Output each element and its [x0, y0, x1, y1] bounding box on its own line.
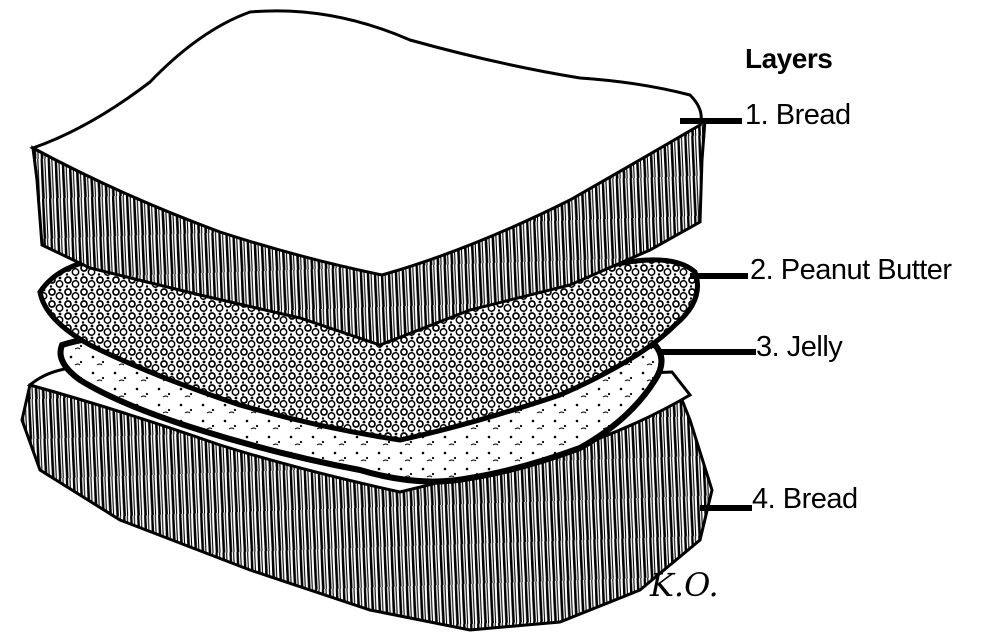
layer-name: Jelly — [787, 331, 844, 363]
svg-text:4. Bread: 4. Bread — [752, 483, 858, 515]
layers-legend: Layers 1. Bread 2. Peanut Butter 3. Jell… — [660, 43, 952, 515]
svg-text:1. Bread: 1. Bread — [745, 99, 851, 131]
layer-name: Bread — [776, 99, 851, 131]
svg-text:2. Peanut Butter: 2. Peanut Butter — [750, 254, 952, 286]
label-layer-3: 3. Jelly — [660, 331, 843, 363]
legend-title: Layers — [745, 43, 832, 74]
layer-name: Peanut Butter — [781, 254, 953, 286]
label-layer-4: 4. Bread — [700, 483, 858, 515]
artist-signature: K.O. — [649, 566, 719, 604]
layer-number: 2. — [750, 254, 773, 286]
layer-name: Bread — [783, 483, 858, 515]
layer-number: 3. — [756, 331, 779, 363]
svg-text:3. Jelly: 3. Jelly — [756, 331, 843, 363]
layer-number: 1. — [745, 99, 768, 131]
label-layer-2: 2. Peanut Butter — [690, 254, 952, 286]
layer-number: 4. — [752, 483, 775, 515]
